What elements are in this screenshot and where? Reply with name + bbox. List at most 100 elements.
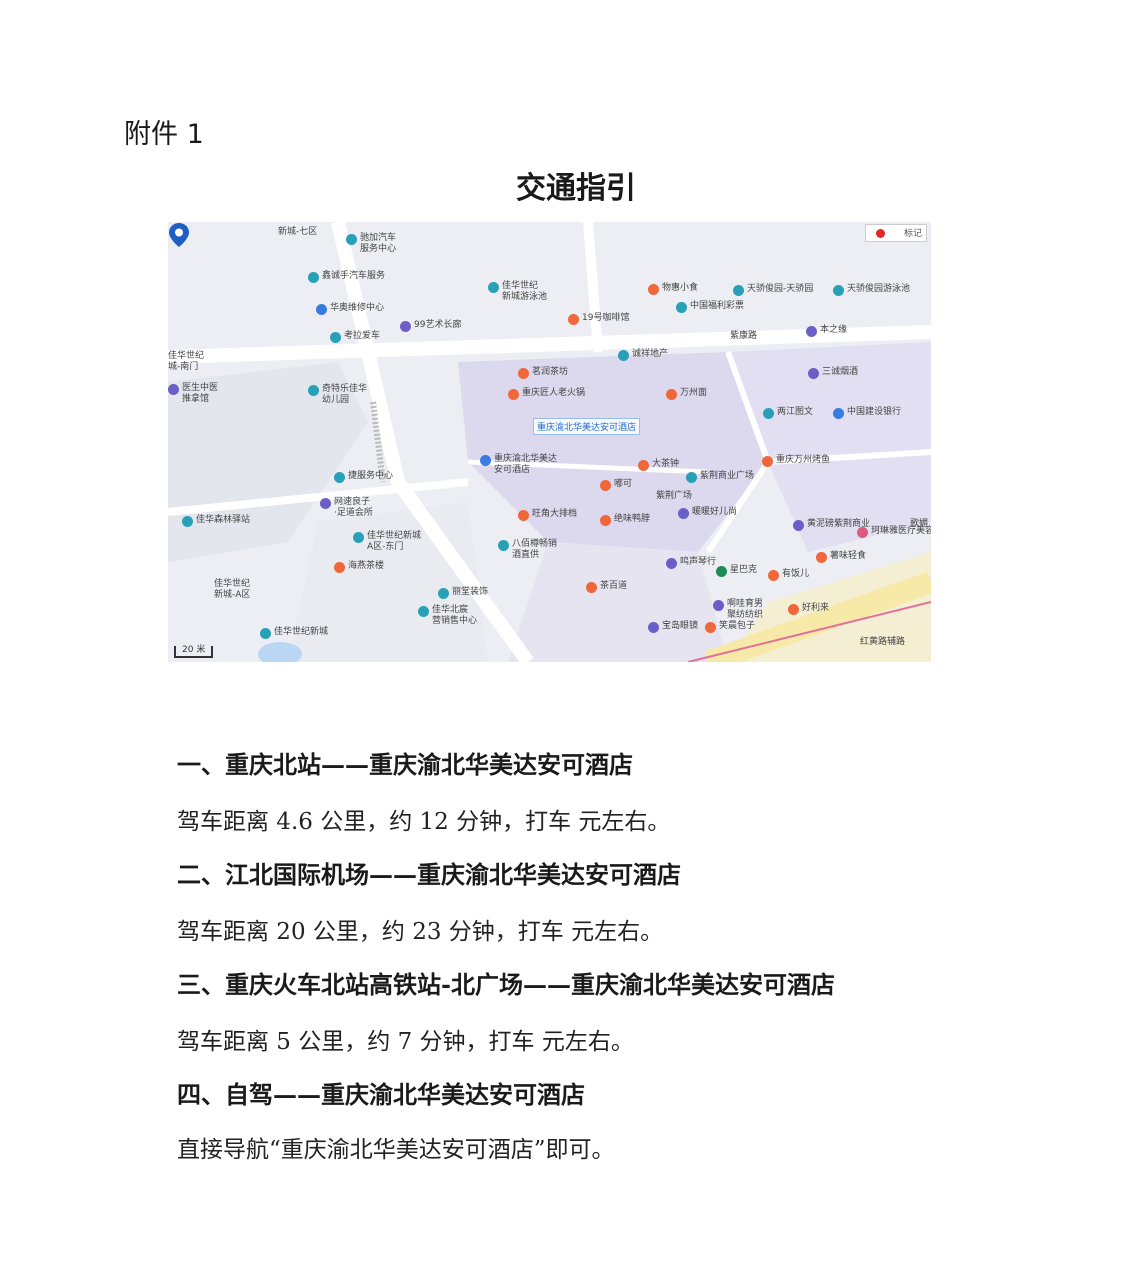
poi-orange-pin-icon[interactable] [638,460,649,471]
poi-label[interactable]: 鸣声琴行 [680,557,717,567]
poi-purple-pin-icon[interactable] [648,622,659,633]
poi-pink-pin-icon[interactable] [857,527,868,538]
poi-teal-pin-icon[interactable] [346,234,357,245]
poi-label[interactable]: 笑晨包子 [719,621,756,631]
poi-orange-pin-icon[interactable] [334,562,345,573]
poi-orange-pin-icon[interactable] [816,552,827,563]
poi-teal-pin-icon[interactable] [182,516,193,527]
poi-label[interactable]: 佳华世纪 新城-A区 [214,579,251,600]
poi-teal-pin-icon[interactable] [763,408,774,419]
poi-label[interactable]: 啊哇育男 聚纺纺织 [727,599,764,620]
hotel-location-pin-icon[interactable] [168,222,190,248]
poi-label[interactable]: 重庆万州烤鱼 [776,455,831,465]
poi-label[interactable]: 紫荆商业广场 [700,471,755,481]
poi-label[interactable]: 大茶钟 [652,459,680,469]
location-map[interactable]: 标记 重庆渝北华美达安可酒店 新城-七区驰加汽车 服务中心鑫诚手汽车服务华奥维修… [168,222,931,662]
poi-label[interactable]: 天骄俊园游泳池 [847,284,911,294]
poi-label[interactable]: 佳华世纪新城 [274,627,329,637]
poi-label[interactable]: 中国建设银行 [847,407,902,417]
poi-label[interactable]: 物惠小食 [662,283,699,293]
poi-label[interactable]: 99艺术长廊 [414,320,462,330]
poi-orange-pin-icon[interactable] [568,314,579,325]
poi-teal-pin-icon[interactable] [418,606,429,617]
poi-orange-pin-icon[interactable] [600,480,611,491]
poi-label[interactable]: 万州面 [680,388,708,398]
poi-label[interactable]: 考拉爱车 [344,331,381,341]
poi-purple-pin-icon[interactable] [400,321,411,332]
poi-label[interactable]: 绝味鸭脖 [614,514,651,524]
poi-purple-pin-icon[interactable] [793,520,804,531]
poi-teal-pin-icon[interactable] [308,385,319,396]
poi-label[interactable]: 星巴克 [730,565,758,575]
poi-label[interactable]: 鑫诚手汽车服务 [322,271,386,281]
poi-label[interactable]: 新城-七区 [278,227,318,237]
poi-label[interactable]: 紫康路 [730,331,758,341]
poi-teal-pin-icon[interactable] [330,332,341,343]
poi-label[interactable]: 红黄路辅路 [860,637,906,647]
poi-teal-pin-icon[interactable] [686,472,697,483]
poi-label[interactable]: 中国福利彩票 [690,301,745,311]
mark-button[interactable]: 标记 [865,224,927,242]
poi-label[interactable]: 重庆渝北华美达 安可酒店 [494,454,558,475]
poi-purple-pin-icon[interactable] [806,326,817,337]
poi-teal-pin-icon[interactable] [353,532,364,543]
poi-label[interactable]: 茗润茶坊 [532,367,569,377]
poi-teal-pin-icon[interactable] [618,350,629,361]
poi-label[interactable]: 八佰樽畅销 酒直供 [512,539,558,560]
poi-label[interactable]: 网速良子 ·足道会所 [334,497,373,518]
poi-blue-pin-icon[interactable] [316,304,327,315]
poi-orange-pin-icon[interactable] [648,284,659,295]
poi-orange-pin-icon[interactable] [508,389,519,400]
poi-label[interactable]: 海燕茶楼 [348,561,385,571]
poi-label[interactable]: 重庆匠人老火锅 [522,388,586,398]
poi-teal-pin-icon[interactable] [308,272,319,283]
poi-label[interactable]: 佳华世纪 新城游泳池 [502,281,548,302]
poi-label[interactable]: 歌媚 [910,519,929,529]
poi-label[interactable]: 旺角大排档 [532,509,578,519]
poi-label[interactable]: 嘟可 [614,479,633,489]
poi-label[interactable]: 黄泥磅紫荆商业 [807,519,871,529]
poi-label[interactable]: 有饭儿 [782,569,810,579]
poi-label[interactable]: 珂琳雅医疗美容 [871,526,931,536]
poi-green-pin-icon[interactable] [716,566,727,577]
poi-orange-pin-icon[interactable] [518,368,529,379]
poi-purple-pin-icon[interactable] [678,508,689,519]
poi-label[interactable]: 佳华世纪 城-南门 [168,351,205,372]
poi-label[interactable]: 本之缘 [820,325,848,335]
poi-teal-pin-icon[interactable] [488,282,499,293]
poi-label[interactable]: 紫荆广场 [656,491,693,501]
poi-orange-pin-icon[interactable] [600,515,611,526]
poi-label[interactable]: 三诚烟酒 [822,367,859,377]
poi-purple-pin-icon[interactable] [666,558,677,569]
poi-purple-pin-icon[interactable] [320,498,331,509]
poi-teal-pin-icon[interactable] [334,472,345,483]
poi-label[interactable]: 奇特乐佳华 幼儿园 [322,384,368,405]
poi-label[interactable]: 医生中医 推拿馆 [182,383,219,404]
poi-label[interactable]: 暖暖好儿尚 [692,507,738,517]
poi-label[interactable]: 好利来 [802,603,830,613]
poi-label[interactable]: 佳华北宸 营销售中心 [432,605,478,626]
poi-teal-pin-icon[interactable] [833,285,844,296]
poi-orange-pin-icon[interactable] [586,582,597,593]
poi-label[interactable]: 茶百道 [600,581,628,591]
poi-teal-pin-icon[interactable] [498,540,509,551]
poi-teal-pin-icon[interactable] [438,588,449,599]
poi-label[interactable]: 华奥维修中心 [330,303,385,313]
poi-label[interactable]: 19号咖啡馆 [582,313,630,323]
poi-label[interactable]: 驰加汽车 服务中心 [360,233,397,254]
poi-label[interactable]: 诚祥地产 [632,349,669,359]
poi-label[interactable]: 丽堂装饰 [452,587,489,597]
poi-orange-pin-icon[interactable] [762,456,773,467]
poi-blue-pin-icon[interactable] [833,408,844,419]
poi-orange-pin-icon[interactable] [666,389,677,400]
poi-teal-pin-icon[interactable] [260,628,271,639]
poi-blue-pin-icon[interactable] [480,455,491,466]
poi-label[interactable]: 薯味轻食 [830,551,867,561]
poi-purple-pin-icon[interactable] [808,368,819,379]
poi-purple-pin-icon[interactable] [713,600,724,611]
poi-purple-pin-icon[interactable] [168,384,179,395]
poi-orange-pin-icon[interactable] [768,570,779,581]
poi-orange-pin-icon[interactable] [788,604,799,615]
poi-label[interactable]: 两江图文 [777,407,814,417]
poi-teal-pin-icon[interactable] [733,285,744,296]
